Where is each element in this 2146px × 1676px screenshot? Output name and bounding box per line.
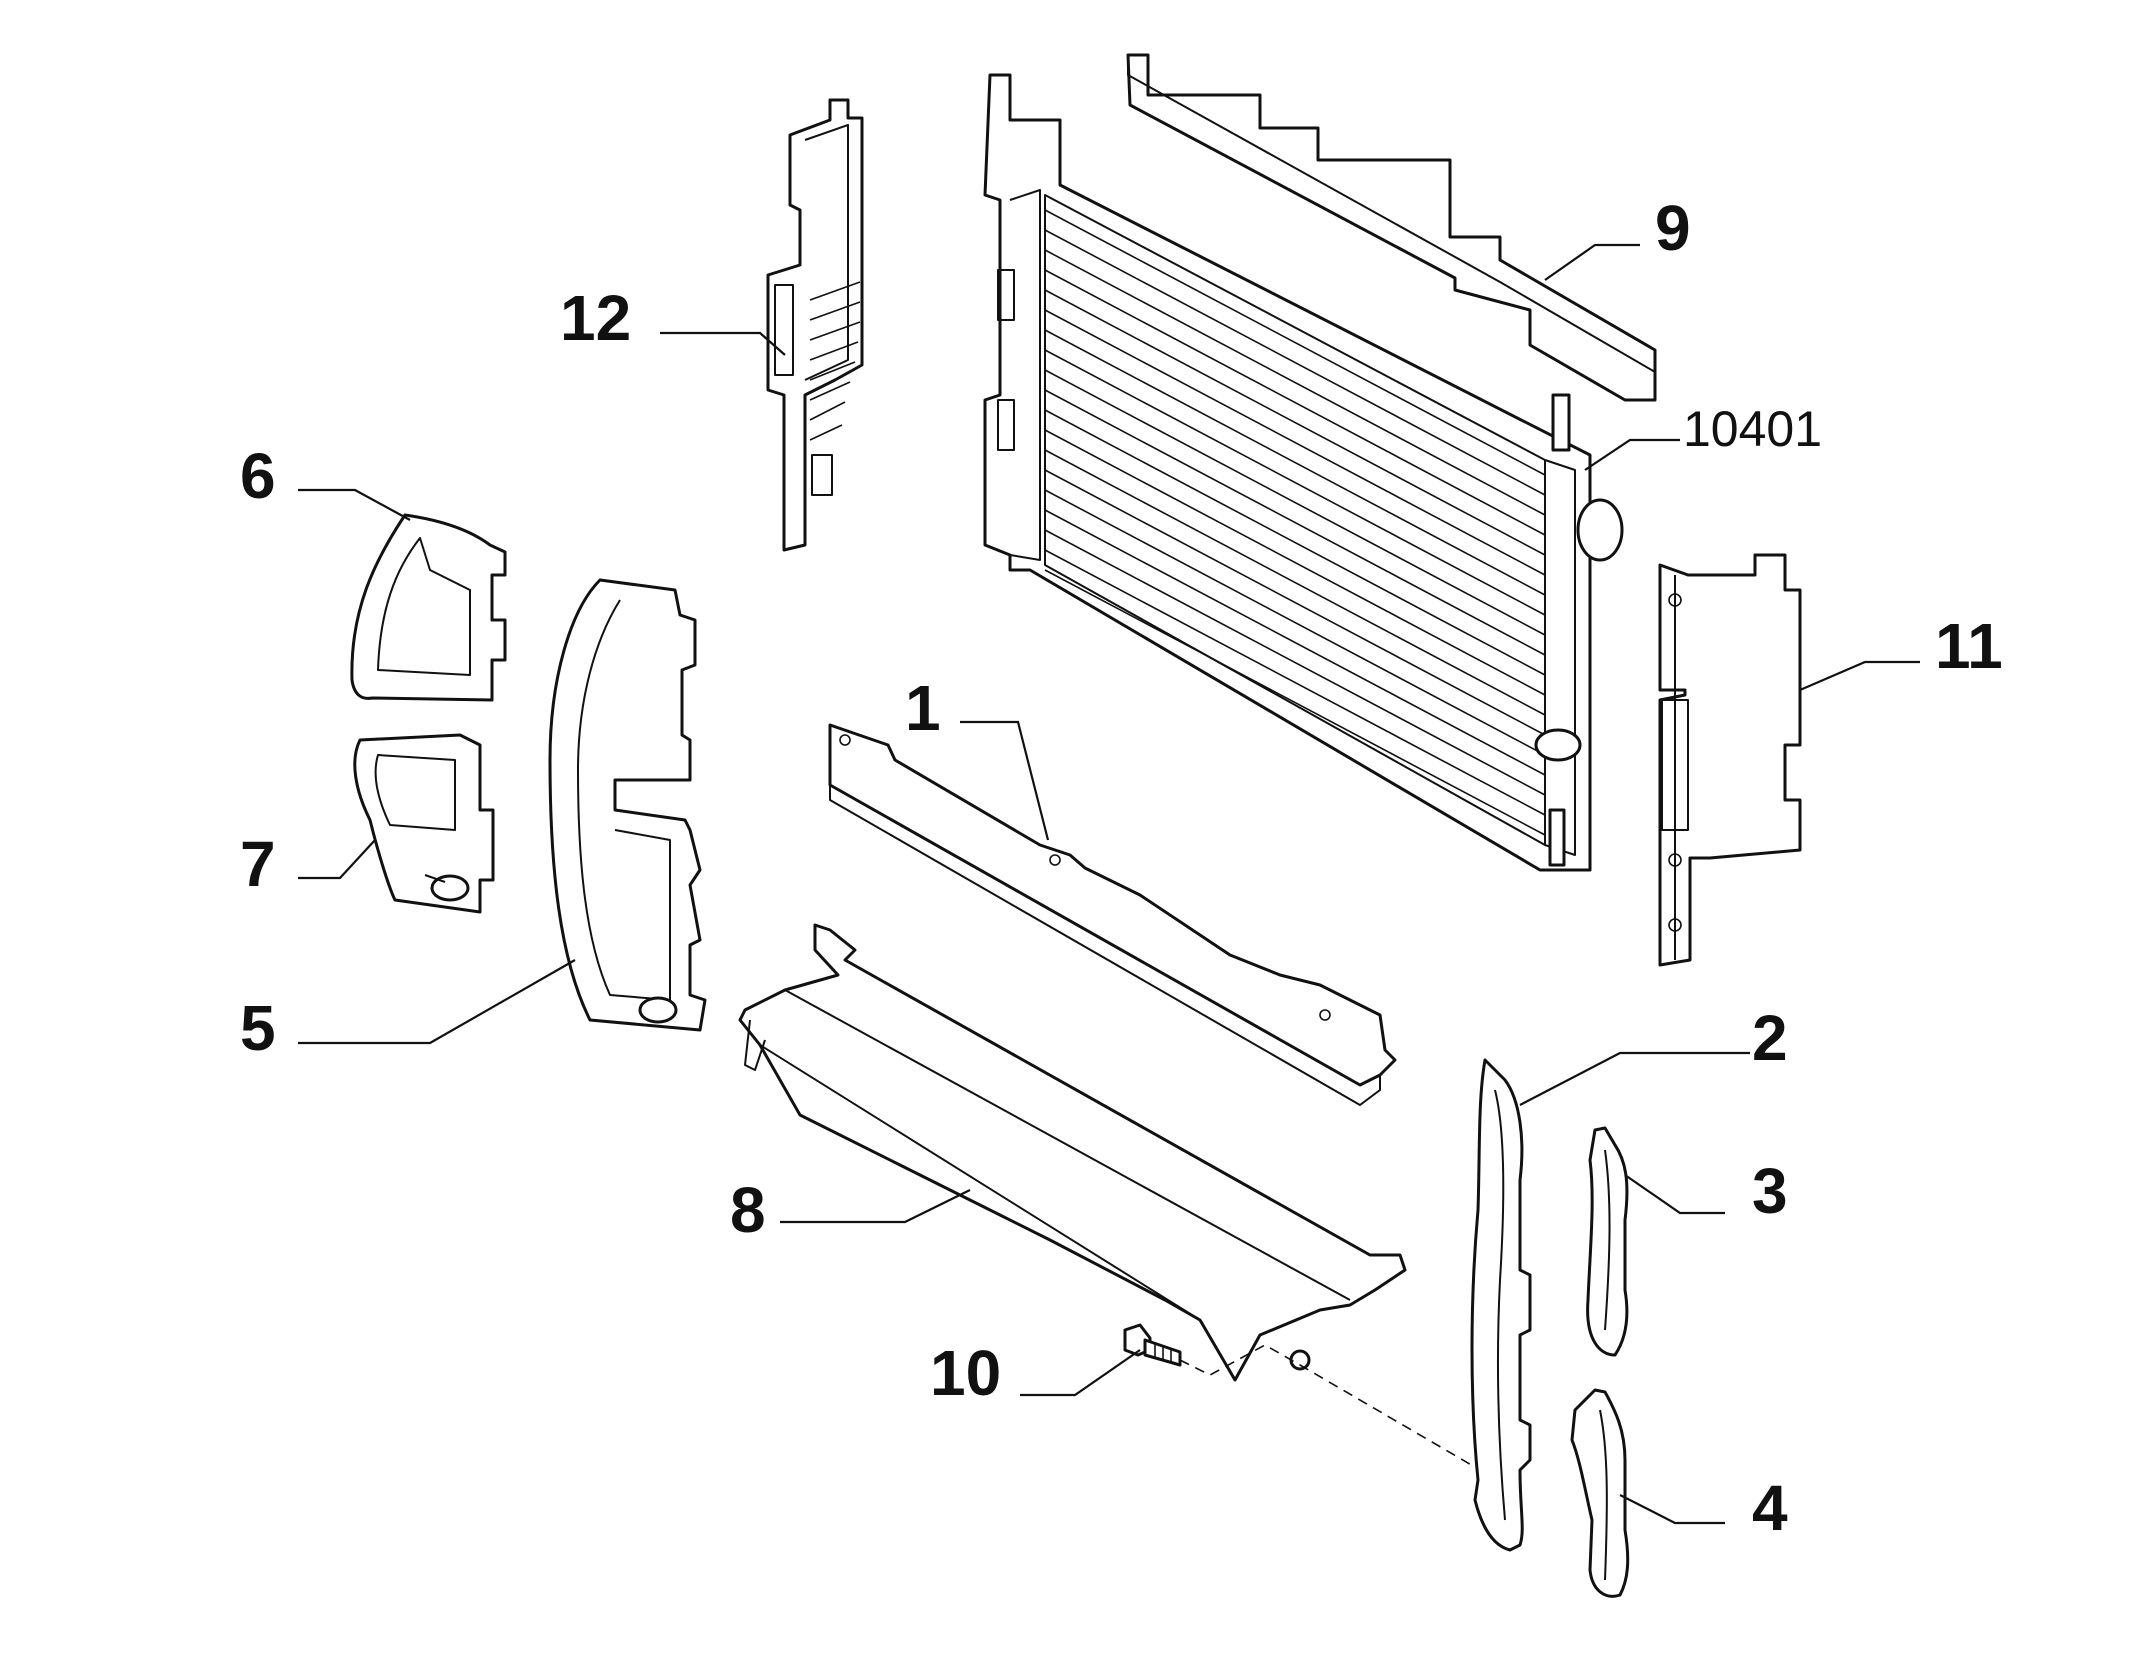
part-6-upper-air-guide bbox=[350, 513, 507, 702]
leader-10 bbox=[1020, 1349, 1141, 1397]
callout-6: 6 bbox=[240, 440, 276, 512]
callout-12: 12 bbox=[560, 282, 631, 354]
callout-9: 9 bbox=[1655, 192, 1691, 264]
part-9-upper-seal bbox=[1126, 53, 1657, 402]
part-5-large-air-guide bbox=[548, 578, 707, 1032]
callout-10401: 10401 bbox=[1683, 401, 1822, 457]
part-12-left-bracket bbox=[766, 98, 864, 552]
part-8-lower-deflector bbox=[738, 923, 1407, 1382]
callout-labels: 9 10401 12 6 7 5 1 11 2 3 8 10 4 bbox=[240, 192, 2003, 1544]
part-10-screw bbox=[1123, 1323, 1182, 1367]
part-1-deflector bbox=[828, 723, 1397, 1106]
leader-1 bbox=[960, 720, 1050, 841]
part-2-right-air-guide bbox=[1470, 1058, 1532, 1552]
leader-lines bbox=[298, 243, 1920, 1525]
leader-6 bbox=[298, 488, 411, 521]
radiator-core-fins bbox=[1044, 209, 1546, 836]
leader-8 bbox=[780, 1189, 971, 1224]
part-7-lower-air-guide bbox=[353, 733, 495, 914]
callout-7: 7 bbox=[240, 828, 276, 900]
callout-4: 4 bbox=[1752, 1472, 1788, 1544]
callout-3: 3 bbox=[1752, 1155, 1788, 1227]
leader-4 bbox=[1619, 1494, 1725, 1525]
leader-5 bbox=[298, 959, 576, 1045]
part-11-right-bracket bbox=[1658, 553, 1802, 967]
callout-1: 1 bbox=[905, 672, 941, 744]
callout-11: 11 bbox=[1935, 610, 2003, 682]
part-4-lower-guide bbox=[1570, 1388, 1630, 1598]
callout-5: 5 bbox=[240, 992, 276, 1064]
callout-2: 2 bbox=[1752, 1002, 1788, 1074]
leader-7 bbox=[298, 839, 376, 880]
part-10401-radiator bbox=[983, 73, 1624, 872]
part-3-small-guide bbox=[1586, 1126, 1629, 1357]
leader-12 bbox=[660, 331, 786, 356]
callout-8: 8 bbox=[730, 1174, 766, 1246]
leader-2 bbox=[1519, 1051, 1750, 1106]
callout-10: 10 bbox=[930, 1337, 1001, 1409]
leader-3 bbox=[1624, 1174, 1725, 1215]
leader-9 bbox=[1544, 243, 1640, 281]
leader-10401 bbox=[1584, 438, 1680, 471]
leader-11 bbox=[1799, 660, 1920, 692]
screw-axis-dashline bbox=[1179, 1344, 1481, 1471]
